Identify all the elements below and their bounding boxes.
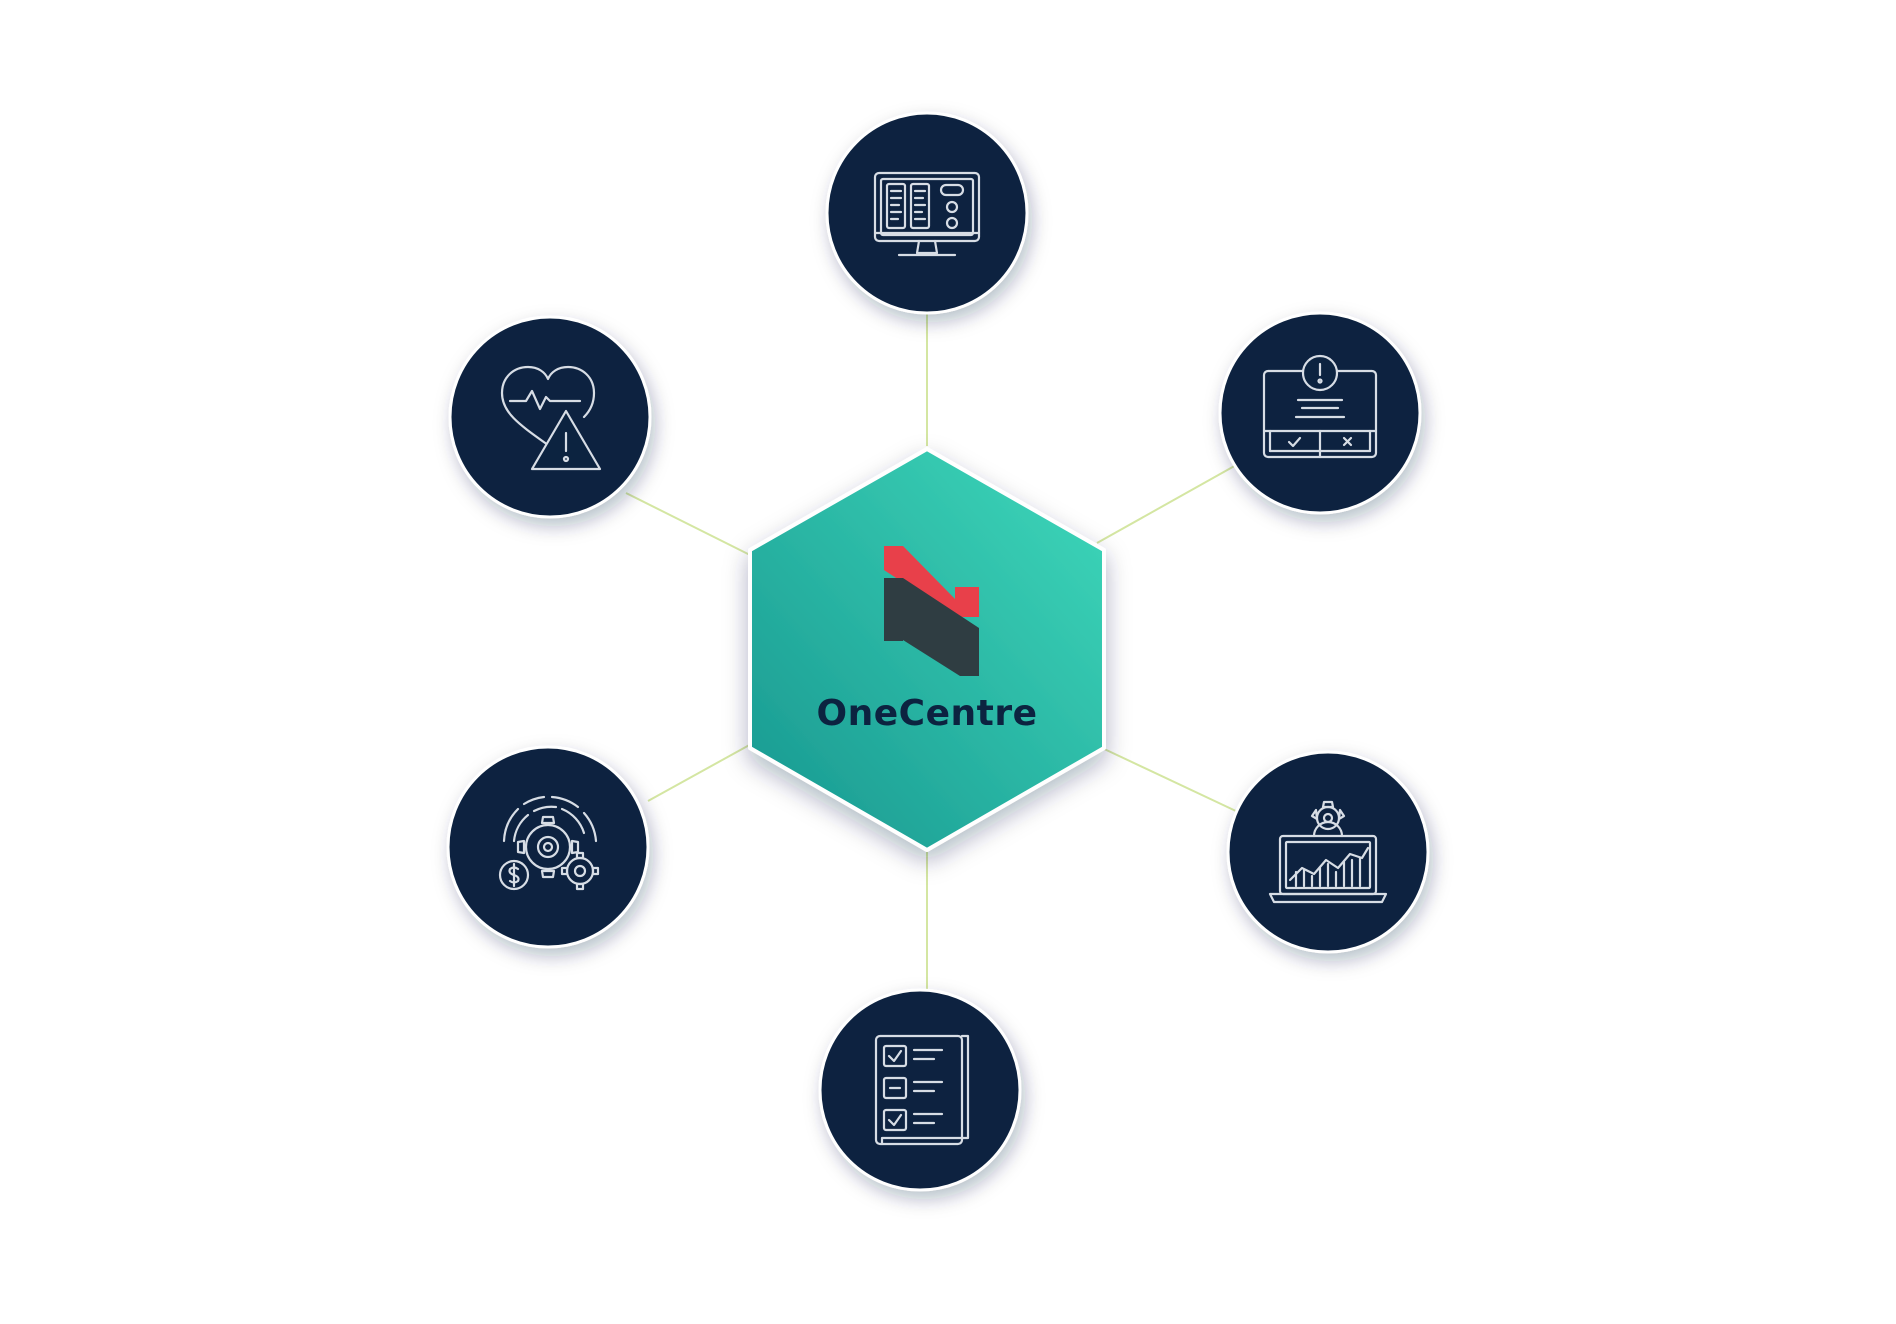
logo-dark-stroke (903, 578, 979, 676)
checklist-document-icon (874, 1034, 970, 1146)
node-upper-right[interactable] (1218, 311, 1422, 515)
laptop-analytics-gear-icon (1268, 800, 1388, 904)
connector-lines (625, 312, 1239, 990)
node-lower-left[interactable] (446, 745, 650, 949)
logo-dark-bar (884, 578, 903, 641)
cost-gears-icon (498, 795, 600, 891)
node-upper-left[interactable] (448, 315, 652, 519)
node-lower-right[interactable] (1226, 750, 1430, 954)
logo-red-stroke (884, 546, 955, 617)
brand-name: OneCentre (817, 693, 1038, 734)
connector-upper-right (1096, 463, 1239, 544)
onecentre-hub: OneCentre (748, 447, 1106, 852)
node-top[interactable] (825, 111, 1029, 315)
connector-upper-left (625, 492, 755, 558)
connector-lower-left (647, 742, 754, 802)
node-bottom[interactable] (818, 988, 1022, 1192)
satellite-nodes (446, 111, 1430, 1192)
health-warning-icon (500, 365, 602, 471)
connector-lower-right (1099, 746, 1239, 813)
dashboard-monitor-icon (873, 171, 981, 257)
onecentre-n-logo-icon (884, 546, 979, 676)
logo-red-bar (955, 587, 979, 617)
alert-approval-window-icon (1262, 354, 1378, 459)
